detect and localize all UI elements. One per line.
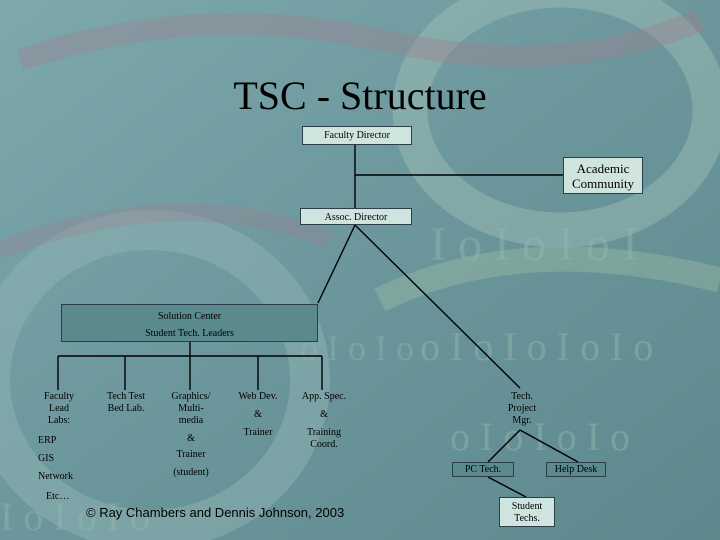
academic-community-line2: Community — [571, 176, 635, 191]
faculty-lead-column: Faculty Lead Labs: ERP GIS Network Etc… — [30, 391, 88, 503]
graphics-line6: (student) — [173, 467, 209, 478]
web-dev-line3: Trainer — [243, 427, 273, 438]
app-spec-column: App. Spec. & Training Coord. — [292, 391, 356, 451]
app-spec-line1: App. Spec. — [301, 391, 347, 402]
solution-center-box: Solution Center Student Tech. Leaders — [61, 304, 318, 342]
app-spec-line2: & — [320, 409, 328, 420]
faculty-lead-gis: GIS — [38, 453, 55, 464]
tech-project-column: Tech. Project Mgr. — [492, 391, 552, 427]
student-techs-line2: Techs. — [514, 513, 540, 524]
academic-community-box: Academic Community — [563, 157, 643, 194]
student-techs-box: Student Techs. — [499, 497, 555, 527]
svg-text:o I o I o I o I o: o I o I o I o I o — [420, 324, 653, 369]
help-desk-box: Help Desk — [546, 462, 606, 477]
graphics-line5: Trainer — [176, 449, 206, 460]
page-title: TSC - Structure — [233, 73, 487, 118]
faculty-director-box: Faculty Director — [302, 126, 412, 145]
pc-tech-label: PC Tech. — [464, 464, 502, 475]
web-dev-column: Web Dev. & Trainer — [228, 391, 288, 439]
faculty-lead-network: Network — [38, 471, 73, 482]
tech-project-line2: Project — [507, 403, 537, 414]
graphics-line3: media — [178, 415, 204, 426]
tech-test-line1: Tech Test — [106, 391, 146, 402]
solution-center-line2: Student Tech. Leaders — [145, 328, 234, 339]
svg-text:I o I o I o: I o I o I o — [0, 494, 150, 539]
svg-text:o I o I o: o I o I o — [300, 328, 414, 368]
faculty-director-label: Faculty Director — [324, 130, 390, 141]
tech-test-column: Tech Test Bed Lab. — [98, 391, 154, 415]
tech-project-line1: Tech. — [511, 391, 533, 402]
faculty-lead-line2: Lead — [49, 403, 69, 414]
pc-tech-box: PC Tech. — [452, 462, 514, 477]
web-dev-line1: Web Dev. — [238, 391, 278, 402]
faculty-lead-erp: ERP — [38, 435, 57, 446]
student-techs-line1: Student — [511, 501, 543, 512]
faculty-lead-line3: Labs: — [47, 415, 71, 426]
help-desk-label: Help Desk — [554, 464, 598, 475]
tech-test-line2: Bed Lab. — [107, 403, 145, 414]
app-spec-line4: Coord. — [310, 439, 338, 450]
graphics-line1: Graphics/ — [171, 391, 211, 402]
academic-community-line1: Academic — [576, 161, 630, 176]
faculty-lead-line1: Faculty — [44, 391, 74, 402]
assoc-director-box: Assoc. Director — [300, 208, 412, 225]
graphics-line4: & — [187, 433, 195, 444]
tech-project-line3: Mgr. — [512, 415, 532, 426]
solution-center-line1: Solution Center — [157, 311, 222, 322]
app-spec-line3: Training — [306, 427, 342, 438]
web-dev-line2: & — [254, 409, 262, 420]
assoc-director-label: Assoc. Director — [324, 212, 388, 223]
svg-text:o I o I o I o: o I o I o I o — [450, 414, 630, 459]
svg-text:I o I o I o I: I o I o I o I — [430, 218, 638, 271]
graphics-line2: Multi- — [178, 403, 204, 414]
faculty-lead-etc: Etc… — [46, 491, 70, 502]
graphics-column: Graphics/ Multi- media & Trainer (studen… — [160, 391, 222, 479]
copyright-credit: © Ray Chambers and Dennis Johnson, 2003 — [86, 505, 345, 520]
